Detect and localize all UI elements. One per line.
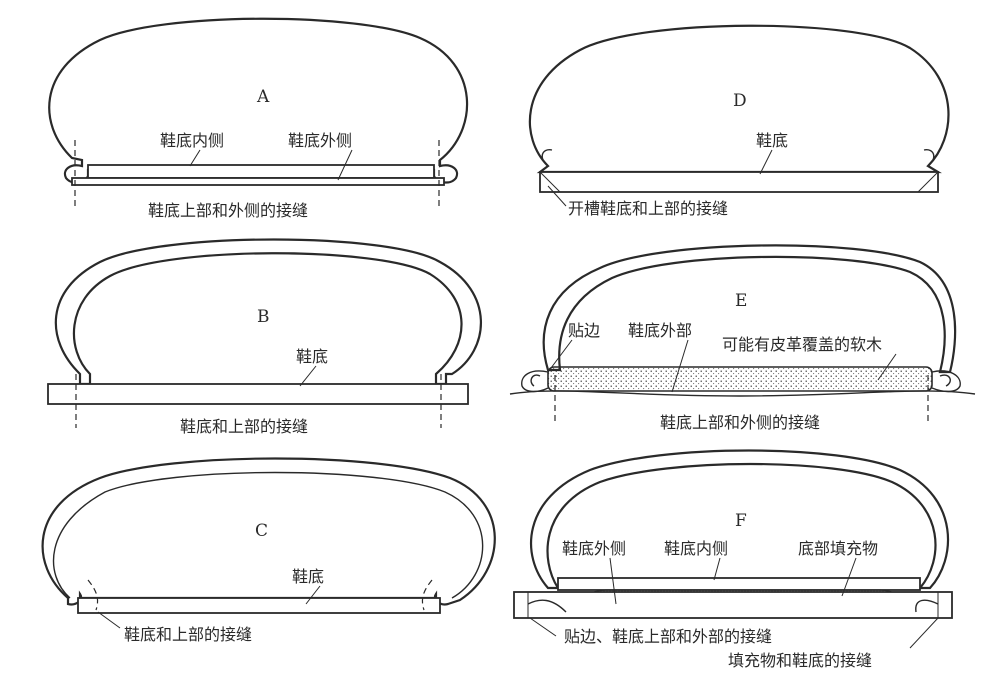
panel-a: A 鞋底内侧 鞋底外侧 鞋底上部和外侧的接缝: [48, 17, 469, 220]
panel-e-cork-label: 可能有皮革覆盖的软木: [722, 335, 882, 354]
panel-f-seam-label: 贴边、鞋底上部和外部的接缝: [564, 627, 772, 646]
panel-e: E 贴边 鞋底外部 可能有皮革覆盖的软木 鞋底上部和外侧的接缝: [509, 244, 976, 432]
panel-d-seam-label: 开槽鞋底和上部的接缝: [568, 199, 728, 218]
panel-f-letter: F: [735, 511, 747, 531]
panel-a-seam-label: 鞋底上部和外侧的接缝: [148, 201, 308, 220]
panel-b: B 鞋底 鞋底和上部的接缝: [47, 238, 482, 436]
panel-f-upper: [530, 449, 949, 590]
panel-c-upper: [41, 457, 496, 606]
panel-f-insole-label: 鞋底内侧: [664, 539, 728, 558]
panel-f-insole: [557, 577, 921, 591]
panel-d-sole: [539, 171, 939, 193]
panel-a-outer-label: 鞋底外侧: [288, 131, 352, 150]
panel-b-letter: B: [257, 307, 270, 327]
panel-f: F 鞋底外侧 鞋底内侧 底部填充物 贴边、鞋底上部和外部的接缝 填充物和鞋底的接…: [513, 449, 953, 670]
panel-d-letter: D: [733, 91, 747, 111]
panel-a-outsole: [71, 177, 445, 186]
panel-b-sole: [47, 383, 469, 405]
panel-e-cork: [547, 366, 933, 392]
panel-a-inner-label: 鞋底内侧: [160, 131, 224, 150]
panel-e-upper: [542, 244, 957, 374]
panel-e-outsole: [509, 390, 976, 397]
panel-e-welt-right: [931, 370, 961, 393]
panel-c-letter: C: [255, 521, 268, 541]
panel-e-welt-left: [521, 370, 549, 393]
panel-d-sole-label: 鞋底: [756, 131, 788, 150]
panel-f-outsole-label: 鞋底外侧: [562, 539, 626, 558]
panel-f-seam2-label: 填充物和鞋底的接缝: [728, 651, 872, 670]
panel-b-seam-label: 鞋底和上部的接缝: [180, 417, 308, 436]
panel-c-sole: [77, 597, 441, 614]
panel-d: D 鞋底 开槽鞋底和上部的接缝: [528, 24, 950, 218]
panel-f-filler-label: 底部填充物: [798, 539, 878, 558]
panel-c-sole-label: 鞋底: [292, 567, 324, 586]
panel-a-letter: A: [256, 87, 270, 107]
panel-d-upper: [528, 24, 950, 174]
panel-e-outsole-label: 鞋底外部: [628, 321, 692, 340]
panel-e-seam-label: 鞋底上部和外侧的接缝: [660, 413, 820, 432]
panel-b-sole-label: 鞋底: [296, 347, 328, 366]
panel-e-welt-label: 贴边: [568, 321, 600, 340]
panel-c-seam-label: 鞋底和上部的接缝: [124, 625, 252, 644]
panel-c: C 鞋底 鞋底和上部的接缝: [41, 457, 496, 644]
panel-e-letter: E: [735, 291, 747, 311]
panel-a-insole: [87, 164, 435, 179]
panel-f-outsole: [513, 591, 953, 619]
